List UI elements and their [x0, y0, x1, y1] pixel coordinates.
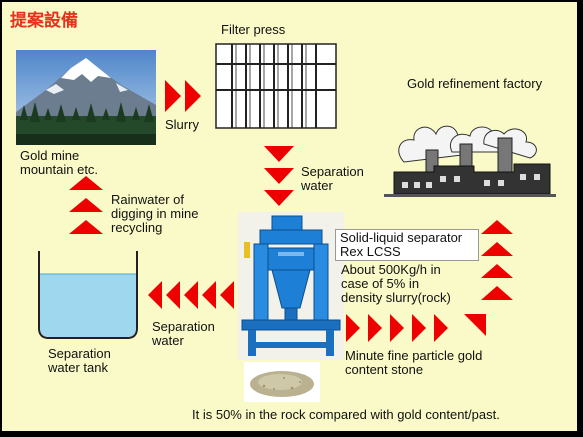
capacity-label-3: density slurry(rock): [341, 290, 451, 305]
separator-machine-icon: [238, 212, 344, 360]
tank-label-2: water tank: [48, 360, 108, 375]
page-title: 提案設備: [10, 11, 78, 31]
separation-water-top-label-2: water: [301, 178, 333, 193]
rainwater-label-3: recycling: [111, 220, 163, 235]
separator-label-box: Solid-liquid separator Rex LCSS: [335, 229, 479, 261]
filter-press-icon: [215, 43, 337, 129]
water-tank-icon: [38, 251, 138, 339]
separation-water-bottom-label-2: water: [152, 333, 184, 348]
gold-mine-label-2: mountain etc.: [20, 162, 99, 177]
separation-water-top-label-1: Separation: [301, 164, 364, 179]
arrow-separation-water-left: [148, 281, 234, 309]
minute-label-1: Minute fine particle gold: [345, 348, 483, 363]
tank-label-1: Separation: [48, 346, 111, 361]
gold-factory-label: Gold refinement factory: [407, 76, 543, 91]
rainwater-label-2: digging in mine: [111, 206, 199, 221]
gold-mine-label-1: Gold mine: [20, 148, 80, 163]
footer-note: It is 50% in the rock compared with gold…: [192, 407, 500, 422]
capacity-label-1: About 500Kg/h in: [341, 262, 441, 277]
mountain-photo: [16, 50, 156, 145]
separation-water-bottom-label-1: Separation: [152, 319, 215, 334]
arrow-slurry: [165, 80, 201, 112]
minute-label-2: content stone: [345, 362, 424, 377]
slurry-label: Slurry: [165, 117, 199, 132]
factory-icon: [384, 125, 556, 197]
rainwater-label-1: Rainwater of: [111, 192, 184, 207]
arrow-minute-right: [346, 314, 486, 342]
arrow-rainwater-up: [69, 176, 103, 234]
separator-label-1: Solid-liquid separator: [340, 230, 463, 245]
separator-label-2: Rex LCSS: [340, 244, 401, 259]
stone-sample-icon: [244, 362, 320, 402]
filter-press-label: Filter press: [221, 22, 286, 37]
arrow-separation-water-down: [264, 146, 294, 206]
capacity-label-2: case of 5% in: [341, 276, 420, 291]
arrow-factory-up: [481, 220, 513, 300]
